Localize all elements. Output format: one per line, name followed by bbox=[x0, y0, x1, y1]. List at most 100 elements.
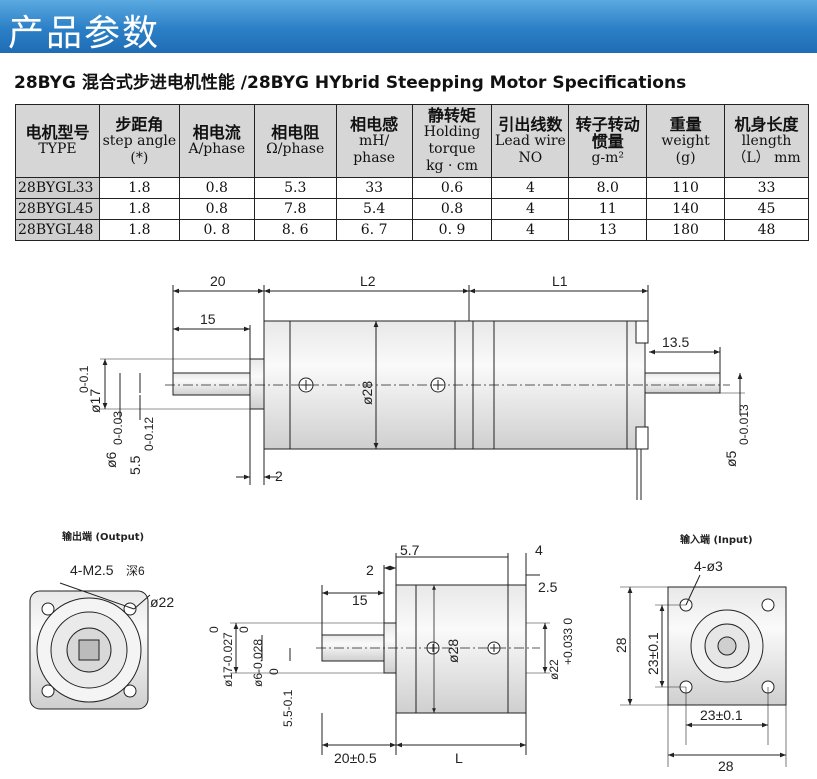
side-dim-15: 15 bbox=[352, 592, 368, 608]
rear-shaft bbox=[644, 372, 721, 394]
dim-5-5-tol: 0-0.12 bbox=[142, 417, 156, 451]
dim-dia-5-tol: 0-0.013 bbox=[737, 404, 751, 445]
table-cell: 13 bbox=[568, 219, 648, 241]
table-cell: 4 bbox=[491, 219, 570, 241]
section-heading: 28BYG 混合式步进电机性能 /28BYG HYbrid Steepping … bbox=[14, 73, 687, 93]
dim-2: 2 bbox=[275, 468, 283, 484]
input-end-view bbox=[620, 574, 787, 767]
table-cell: 0.6 bbox=[411, 177, 493, 199]
header-sub: mH/ bbox=[359, 132, 390, 149]
output-dia-22: ø22 bbox=[150, 594, 174, 610]
side-view bbox=[230, 553, 550, 755]
header-sub: weight bbox=[661, 132, 710, 149]
table-row: 28BYGL45 1.8 0.8 7.8 5.4 0.8 4 11 140 45 bbox=[15, 198, 809, 220]
dim-dia-17: ø17 bbox=[87, 389, 103, 413]
table-header-row: 电机型号 TYPE 步距角 step angle (*) 相电流 A/phase… bbox=[15, 104, 809, 178]
table-cell: 0.8 bbox=[411, 198, 493, 220]
table-cell: 5.3 bbox=[253, 177, 337, 199]
output-end-view bbox=[29, 582, 151, 710]
title-banner: 产品参数 bbox=[0, 0, 817, 54]
header-sub: （L） mm bbox=[732, 149, 801, 166]
side-dim-5-5: 5.5-0.1 bbox=[281, 689, 295, 727]
header-sub: A/phase bbox=[188, 141, 246, 157]
table-cell: 48 bbox=[724, 219, 809, 241]
table-cell: 45 bbox=[724, 198, 809, 220]
side-dim-2-5: 2.5 bbox=[538, 579, 558, 595]
motor-drawing: 20 L2 L1 15 13.5 ø28 ø17 0-0.1 ø6 0-0.03… bbox=[29, 273, 787, 774]
dim-l1: L1 bbox=[552, 273, 568, 289]
side-dia-17-tol: 0 bbox=[207, 626, 221, 633]
table-cell: 1.8 bbox=[98, 177, 180, 199]
side-dia-6: ø6-0.028 bbox=[251, 639, 265, 687]
header-sub: Ω/phase bbox=[266, 141, 325, 157]
side-dia-17: ø17-0.027 bbox=[221, 632, 235, 687]
dim-dia-6-tol: 0-0.03 bbox=[111, 411, 125, 445]
input-dim-28h: 28 bbox=[718, 758, 734, 774]
header-label: 步距角 bbox=[115, 114, 164, 134]
table-cell: 180 bbox=[646, 219, 726, 241]
side-dim-2: 2 bbox=[366, 562, 374, 578]
cell-type: 28BYGL48 bbox=[15, 219, 100, 241]
header-sub: torque bbox=[428, 141, 476, 157]
header-sub: phase bbox=[353, 149, 396, 166]
input-holes-label: 4-ø3 bbox=[694, 558, 723, 574]
dim-dia-17-tol: 0-0.1 bbox=[77, 365, 91, 393]
header-torque: 静转矩 Holding torque kg · cm bbox=[411, 104, 493, 178]
table-cell: 11 bbox=[568, 198, 648, 220]
input-dim-28v: 28 bbox=[613, 637, 629, 653]
header-inductance: 相电感 mH/ phase bbox=[335, 104, 413, 178]
side-dia-22-tol: +0.033 0 bbox=[561, 618, 575, 665]
header-label: 静转矩 bbox=[428, 106, 477, 125]
output-flange bbox=[249, 358, 265, 410]
side-body bbox=[395, 584, 527, 714]
table-cell: 1.8 bbox=[98, 219, 180, 241]
header-step-angle: 步距角 step angle (*) bbox=[98, 104, 180, 178]
side-dim-20: 20±0.5 bbox=[334, 750, 377, 766]
table-cell: 8.0 bbox=[568, 177, 648, 199]
table-cell: 7.8 bbox=[253, 198, 337, 220]
side-dia-28: ø28 bbox=[445, 639, 461, 663]
dim-13-5: 13.5 bbox=[662, 334, 689, 350]
input-end-label: 输入端 (Input) bbox=[680, 533, 753, 546]
header-sub: (*) bbox=[130, 149, 149, 166]
spec-table: 电机型号 TYPE 步距角 step angle (*) 相电流 A/phase… bbox=[15, 104, 809, 241]
side-dim-5-7: 5.7 bbox=[400, 542, 420, 558]
table-cell: 8. 6 bbox=[253, 219, 337, 241]
dim-dia-5: ø5 bbox=[723, 450, 739, 467]
output-holes-depth: 深6 bbox=[126, 564, 145, 578]
input-dim-23v: 23±0.1 bbox=[645, 632, 661, 675]
header-sub: step angle bbox=[102, 132, 177, 149]
dim-l2: L2 bbox=[360, 273, 376, 289]
header-sub: (g) bbox=[675, 149, 696, 166]
table-cell: 0.8 bbox=[178, 198, 255, 220]
top-view bbox=[100, 285, 745, 500]
header-type: 电机型号 TYPE bbox=[15, 104, 100, 178]
header-sub: llength bbox=[741, 132, 792, 149]
table-cell: 110 bbox=[646, 177, 726, 199]
table-cell: 5.4 bbox=[335, 198, 413, 220]
header-length: 机身长度 llength （L） mm bbox=[724, 104, 809, 178]
table-row: 28BYGL33 1.8 0.8 5.3 33 0.6 4 8.0 110 33 bbox=[15, 177, 809, 199]
header-current: 相电流 A/phase bbox=[178, 104, 255, 178]
table-cell: 6. 7 bbox=[335, 219, 413, 241]
cell-type: 28BYGL33 bbox=[15, 177, 100, 199]
input-dim-23h: 23±0.1 bbox=[700, 707, 743, 723]
header-label: 相电阻 bbox=[271, 123, 320, 142]
side-dia-6-tol: 0 bbox=[237, 626, 251, 633]
side-dim-4: 4 bbox=[535, 542, 543, 558]
header-inertia: 转子转动 惯量 g-m² bbox=[568, 104, 648, 178]
side-dim-l: L bbox=[455, 750, 463, 766]
header-label: 相电流 bbox=[192, 123, 241, 142]
table-cell: 0. 9 bbox=[411, 219, 493, 241]
header-sub: 惯量 bbox=[591, 131, 624, 151]
table-cell: 0. 8 bbox=[178, 219, 255, 241]
table-cell: 33 bbox=[335, 177, 413, 199]
side-dia-22: ø22 bbox=[547, 659, 561, 680]
header-label: 电机型号 bbox=[25, 123, 90, 142]
header-sub: TYPE bbox=[38, 141, 77, 157]
header-sub: kg · cm bbox=[426, 158, 478, 174]
table-cell: 4 bbox=[491, 198, 570, 220]
table-cell: 0.8 bbox=[178, 177, 255, 199]
dim-dia-6: ø6 bbox=[103, 451, 119, 468]
header-resistance: 相电阻 Ω/phase bbox=[253, 104, 337, 178]
